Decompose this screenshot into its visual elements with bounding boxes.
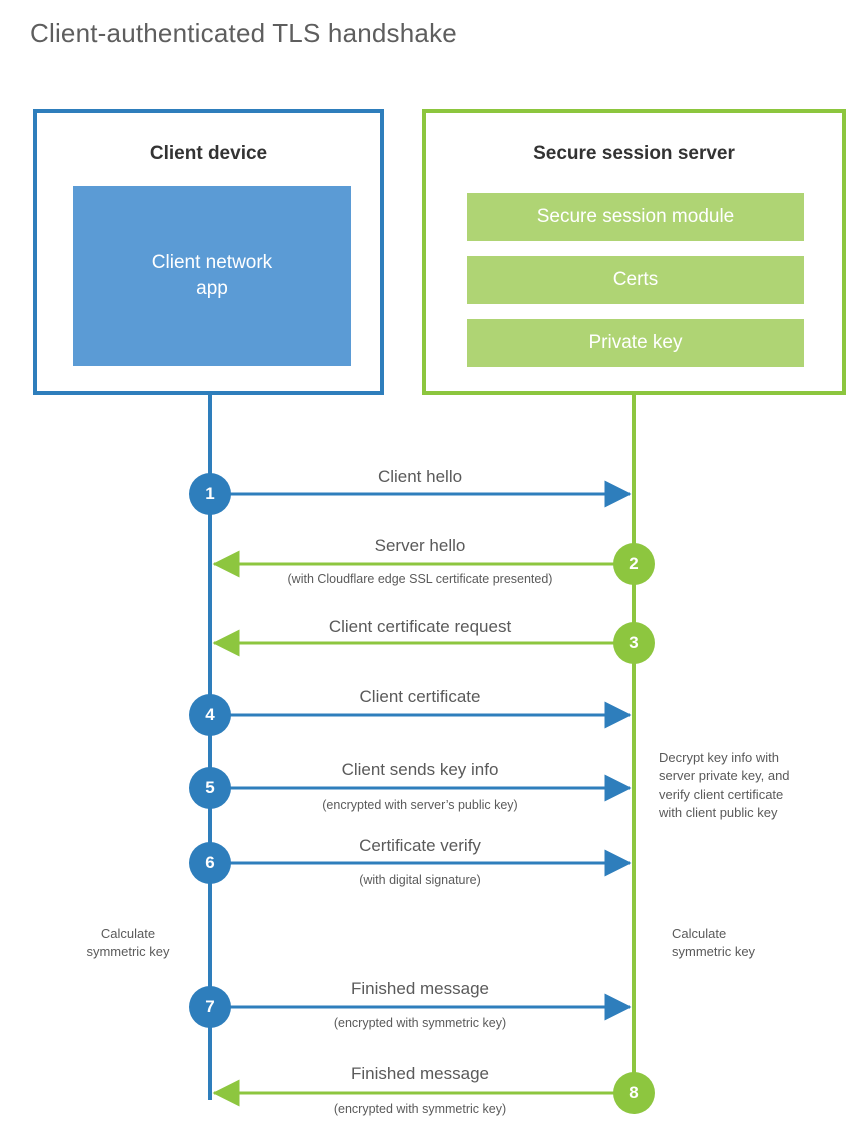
page-title: Client-authenticated TLS handshake bbox=[30, 18, 457, 48]
step-label-6: Certificate verify bbox=[359, 836, 481, 855]
step-sublabel-2: (with Cloudflare edge SSL certificate pr… bbox=[287, 572, 553, 586]
step-label-3: Client certificate request bbox=[328, 617, 512, 636]
step-label-2: Server hello bbox=[374, 536, 466, 555]
step-circle-1[interactable]: 1 bbox=[189, 473, 231, 515]
step-circle-3[interactable]: 3 bbox=[613, 622, 655, 664]
step-label-8: Finished message bbox=[351, 1064, 489, 1083]
secure-session-server-box: Secure session server Secure session mod… bbox=[422, 109, 846, 395]
step-label-4: Client certificate bbox=[359, 687, 481, 706]
step-sublabel-8: (encrypted with symmetric key) bbox=[333, 1102, 507, 1116]
step-circle-5[interactable]: 5 bbox=[189, 767, 231, 809]
step-label-5: Client sends key info bbox=[341, 760, 499, 779]
step-label-1: Client hello bbox=[377, 467, 463, 486]
annotation-client-calculate-symmetric-key: Calculate symmetric key bbox=[86, 926, 170, 960]
step-circle-6[interactable]: 6 bbox=[189, 842, 231, 884]
step-circle-2[interactable]: 2 bbox=[613, 543, 655, 585]
annotation-server-calculate-symmetric-key: Calculate symmetric key bbox=[672, 926, 756, 960]
server-component-certs: Certs bbox=[467, 256, 804, 304]
step-circle-4[interactable]: 4 bbox=[189, 694, 231, 736]
step-sublabel-5: (encrypted with server’s public key) bbox=[322, 798, 518, 812]
server-component-private-key: Private key bbox=[467, 319, 804, 367]
step-circle-8[interactable]: 8 bbox=[613, 1072, 655, 1114]
server-component-secure-session-module: Secure session module bbox=[467, 193, 804, 241]
annotation-server-decrypt: Decrypt key info with server private key… bbox=[659, 750, 790, 821]
secure-session-server-title: Secure session server bbox=[533, 143, 735, 164]
step-label-7: Finished message bbox=[351, 979, 489, 998]
client-device-box: Client device Client network app bbox=[33, 109, 384, 395]
step-sublabel-6: (with digital signature) bbox=[359, 873, 481, 887]
client-network-app-block: Client network app bbox=[73, 186, 351, 366]
client-device-title: Client device bbox=[149, 143, 268, 164]
step-sublabel-7: (encrypted with symmetric key) bbox=[333, 1016, 507, 1030]
step-circle-7[interactable]: 7 bbox=[189, 986, 231, 1028]
